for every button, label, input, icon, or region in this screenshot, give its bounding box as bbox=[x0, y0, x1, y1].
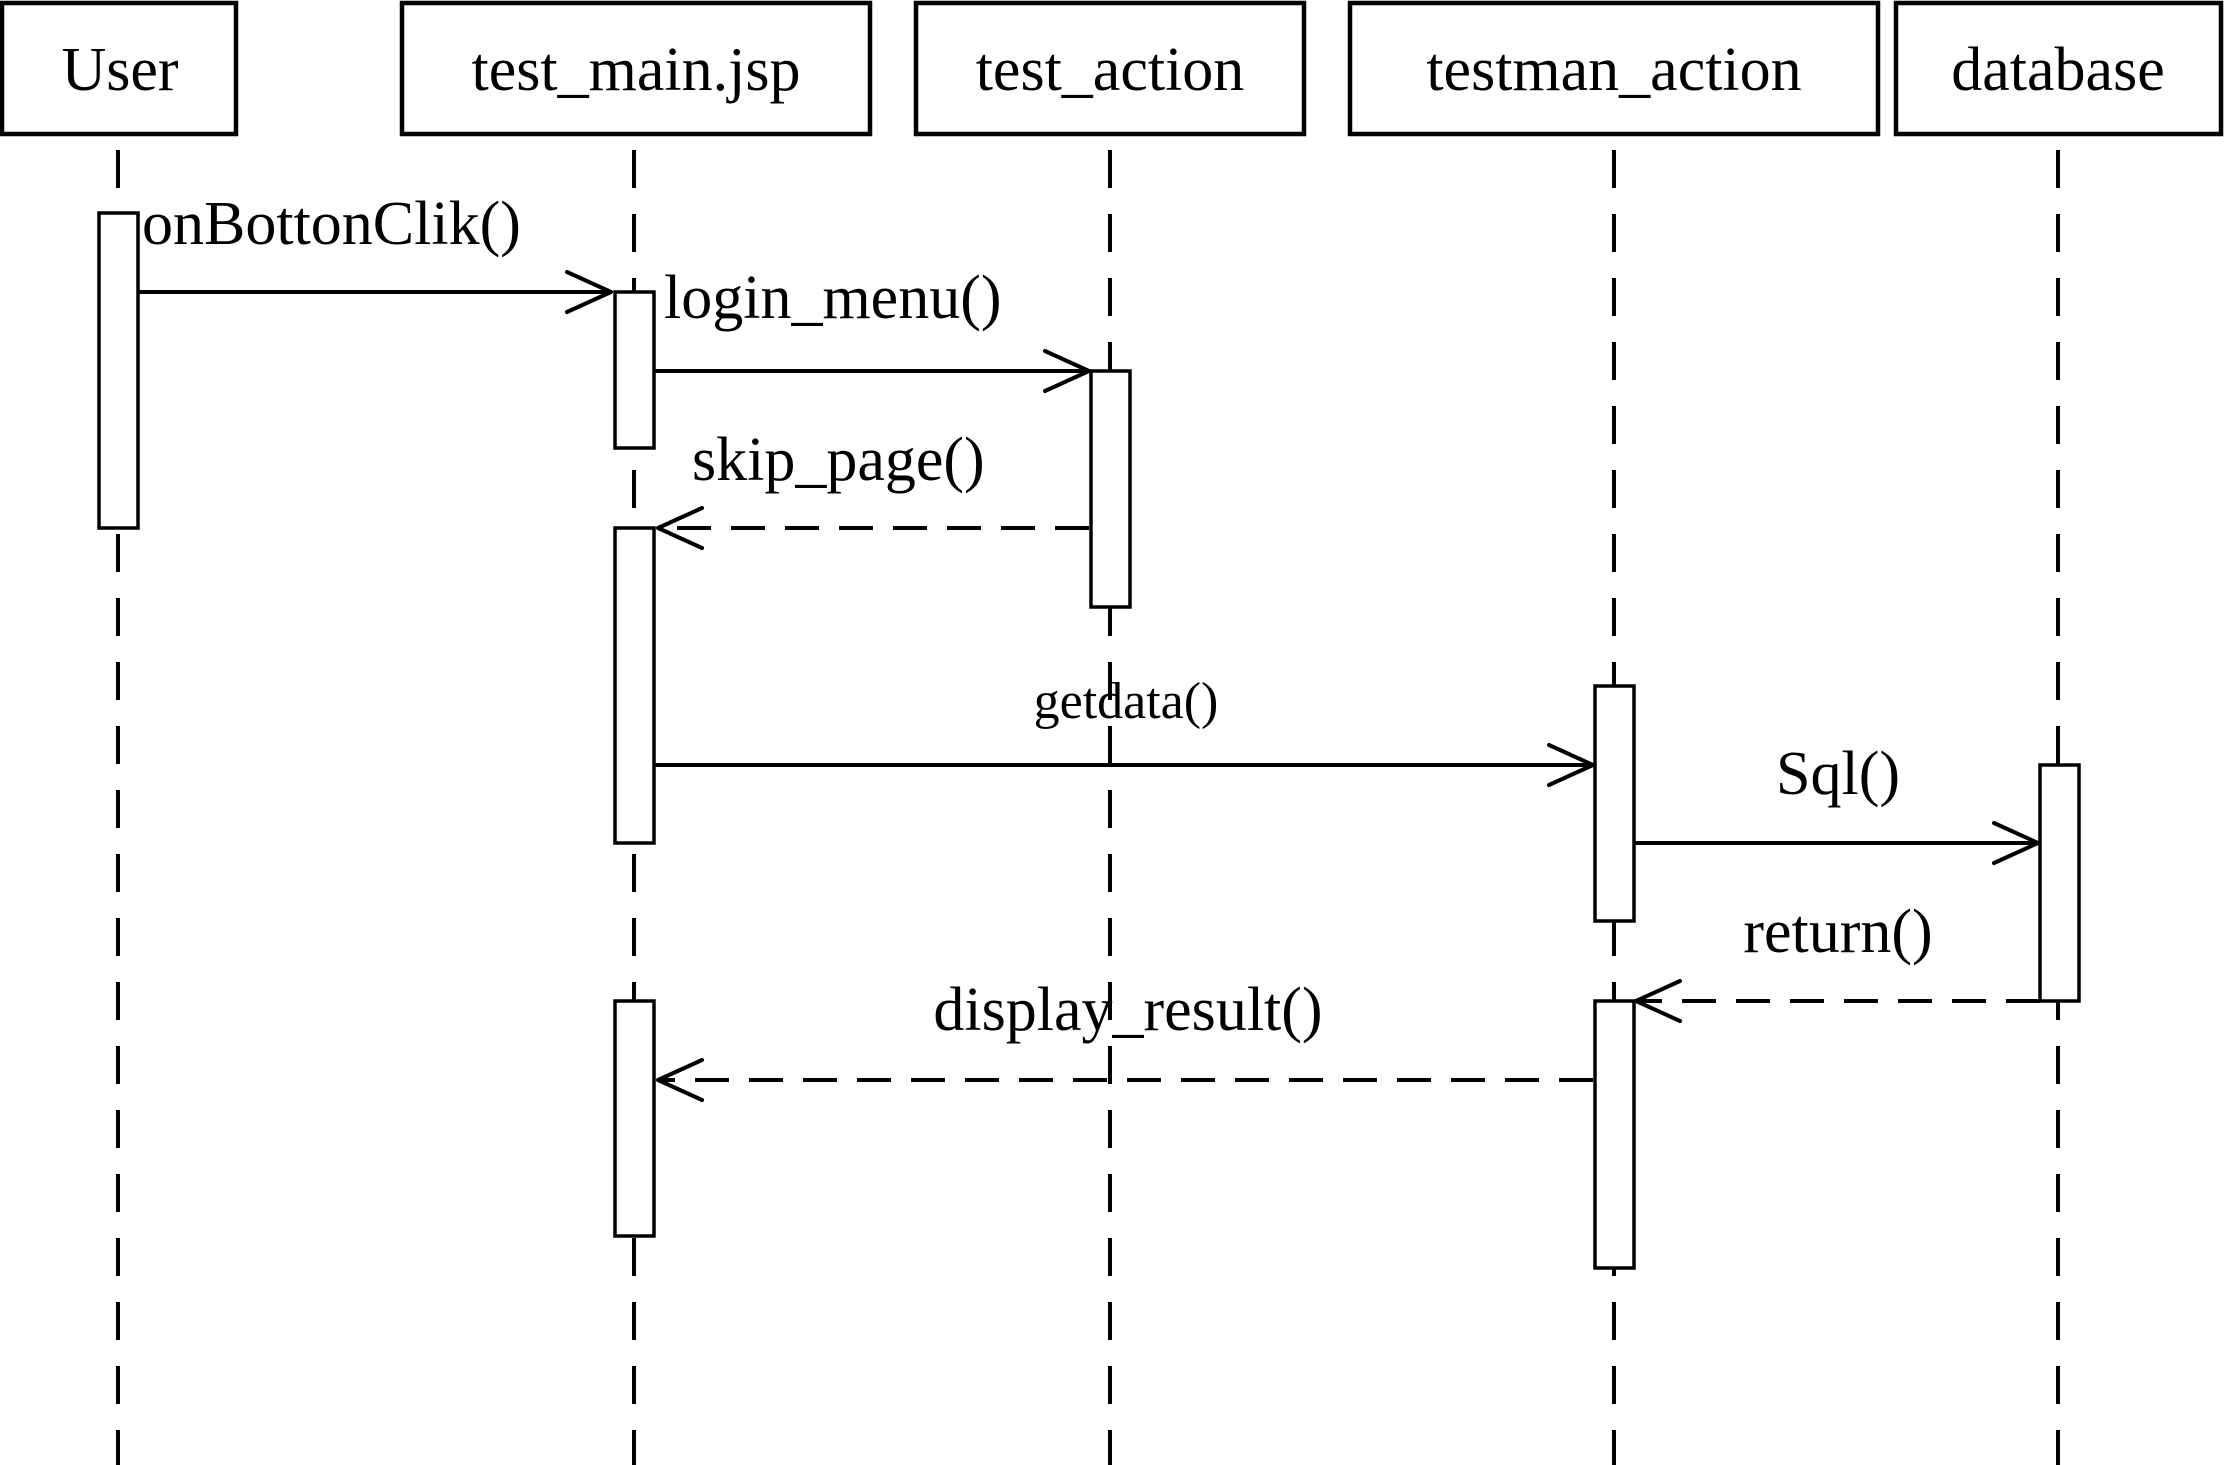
activation-test-main-2 bbox=[613, 526, 656, 845]
arrowhead-icon bbox=[1043, 349, 1091, 393]
participant-database-label: database bbox=[1951, 36, 2164, 104]
activation-database bbox=[2038, 763, 2081, 1003]
activation-test-main-1 bbox=[613, 290, 656, 450]
participant-testman-action-label: testman_action bbox=[1426, 36, 1801, 104]
message-return: return() bbox=[1634, 898, 2040, 1023]
message-return-label: return() bbox=[1743, 898, 1932, 966]
arrowhead-icon bbox=[565, 270, 613, 314]
arrowhead-icon bbox=[656, 506, 704, 550]
activation-test-action bbox=[1089, 369, 1132, 609]
participant-user: User bbox=[0, 0, 239, 137]
message-skip-page: skip_page() bbox=[656, 426, 1089, 550]
arrowhead-icon bbox=[656, 1058, 704, 1102]
message-display-result: display_result() bbox=[656, 976, 1593, 1102]
message-onbottonclik: onBottonClik() bbox=[138, 190, 613, 314]
participant-test-main-label: test_main.jsp bbox=[472, 36, 801, 104]
message-login-menu: login_menu() bbox=[654, 264, 1091, 393]
participant-user-label: User bbox=[61, 36, 178, 104]
message-getdata-label: getdata() bbox=[1034, 673, 1219, 730]
message-onbottonclik-label: onBottonClik() bbox=[142, 190, 521, 258]
message-display-result-label: display_result() bbox=[933, 976, 1322, 1044]
participant-test-action-label: test_action bbox=[976, 36, 1245, 104]
activation-testman-action-1 bbox=[1593, 684, 1636, 923]
arrowhead-icon bbox=[1547, 743, 1595, 787]
participant-database: database bbox=[1893, 0, 2224, 137]
message-login-menu-label: login_menu() bbox=[664, 264, 1002, 332]
message-sql-label: Sql() bbox=[1776, 740, 1900, 808]
participant-test-action: test_action bbox=[913, 0, 1307, 137]
message-getdata: getdata() bbox=[654, 673, 1595, 787]
arrowhead-icon bbox=[1634, 979, 1682, 1023]
message-skip-page-label: skip_page() bbox=[692, 426, 985, 494]
activation-user bbox=[97, 211, 140, 530]
participant-test-main: test_main.jsp bbox=[399, 0, 873, 137]
message-sql: Sql() bbox=[1634, 740, 2040, 865]
activation-test-main-3 bbox=[613, 999, 656, 1238]
participant-testman-action: testman_action bbox=[1347, 0, 1881, 137]
arrowhead-icon bbox=[1992, 821, 2040, 865]
activation-testman-action-2 bbox=[1593, 999, 1636, 1270]
